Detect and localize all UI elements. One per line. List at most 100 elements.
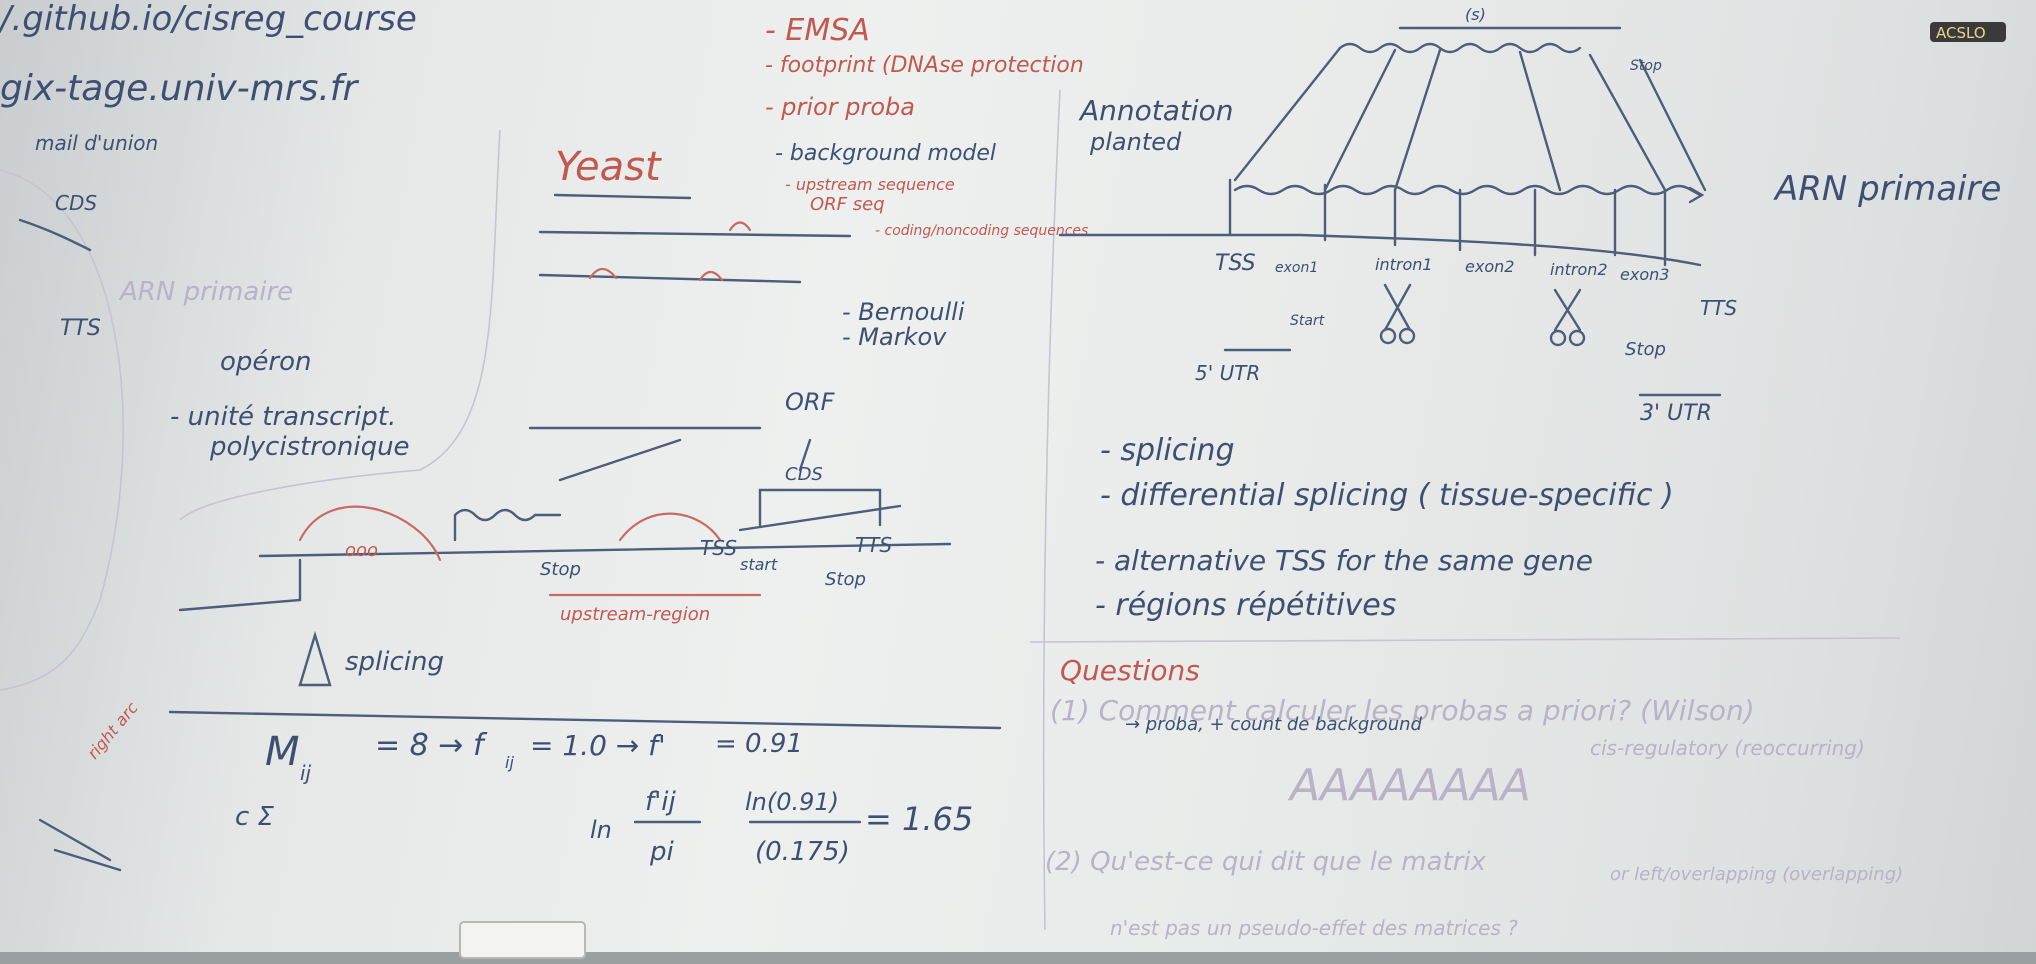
panel-separator-middle — [1042, 89, 1061, 931]
method-upstream-seq: - upstream sequence — [785, 175, 955, 194]
formula-sum: c Σ — [235, 802, 275, 832]
gene-utr5: 5' UTR — [1195, 361, 1260, 385]
method-markov: - Markov — [842, 323, 947, 351]
panel-separator-left — [179, 129, 501, 521]
zoom-line-right — [798, 438, 812, 472]
polycistronique-label: polycistronique — [209, 432, 410, 462]
formula-frac-num: f'ij — [645, 787, 677, 817]
method-background: - background model — [775, 141, 996, 166]
formula-frac-den: pi — [649, 837, 675, 867]
gene-arn-label: ARN primaire — [1773, 169, 2001, 209]
orf-gene-arrow — [738, 504, 902, 532]
formula-ratio-den: (0.175) — [755, 837, 850, 867]
formula-ratio-num: ln(0.91) — [745, 788, 839, 816]
question-2: (2) Qu'est-ce qui dit que le matrix — [1045, 847, 1487, 877]
gene-intron1: intron1 — [1375, 255, 1433, 274]
gene-exon3: exon3 — [1620, 265, 1669, 284]
cds-box — [758, 488, 882, 527]
yeast-stop-1: Stop — [540, 559, 581, 580]
yeast-line-1 — [538, 230, 852, 238]
gene-dna-line — [1058, 233, 1702, 267]
splicing-warning: splicing — [345, 647, 444, 677]
formula-ln: ln — [590, 816, 612, 844]
yeast-underline — [553, 193, 692, 200]
gene-title-2: planted — [1089, 128, 1182, 156]
formula-m: M — [265, 729, 300, 775]
formula-m-sub: ij — [300, 761, 312, 785]
corner-logo — [1930, 22, 2006, 42]
formula-result: = 1.65 — [865, 800, 973, 838]
yeast-red-mark-2 — [588, 267, 724, 282]
note-repetitive: - régions répétitives — [1095, 588, 1396, 623]
gene-tss: TSS — [1215, 251, 1256, 276]
note-splicing: - splicing — [1100, 433, 1235, 468]
course-url: /.github.io/cisreg_course — [0, 0, 417, 39]
method-orf-seq: ORF seq — [810, 194, 885, 215]
email-domain: gix-tage.univ-mrs.fr — [0, 68, 359, 109]
method-bernoulli: - Bernoulli — [842, 298, 965, 326]
warning-triangle-icon — [298, 630, 332, 687]
formula-separator — [168, 710, 1002, 730]
method-coding: - coding/noncoding sequences — [875, 223, 1088, 239]
length-label: (s) — [1465, 5, 1486, 24]
marker-tray — [0, 952, 2036, 964]
yeast-line-2 — [538, 273, 802, 284]
gene-intron2: intron2 — [1550, 260, 1608, 279]
gene-1-transcript — [453, 508, 562, 542]
yeast-red-mark-1 — [728, 221, 752, 232]
left-cds-label: CDS — [55, 191, 97, 215]
method-footprint: - footprint (DNAse protection — [765, 53, 1084, 78]
formula-eq1: = 8 → f — [375, 728, 488, 763]
gene-exon1: exon1 — [1275, 260, 1318, 276]
yeast-stop-2: Stop — [825, 569, 866, 590]
corner-label: ACSLO — [1936, 24, 1986, 42]
operon-label: opéron — [220, 347, 311, 377]
yeast-tts: TTS — [855, 533, 892, 557]
zoom-line-left — [558, 438, 682, 482]
red-loop-2 — [618, 512, 722, 542]
gene-stop-top: Stop — [1630, 58, 1662, 74]
method-prior: - prior proba — [765, 93, 915, 121]
formula-f-val: = 1.0 → f' — [530, 729, 666, 762]
eraser[interactable] — [459, 921, 586, 959]
method-emsa: - EMSA — [765, 13, 870, 48]
questions-title: Questions — [1060, 654, 1200, 687]
note-alternative-tss: - alternative TSS for the same gene — [1095, 544, 1593, 577]
gene-stop: Stop — [1625, 339, 1666, 360]
question-1-detail: → proba, + count de background — [1125, 714, 1423, 735]
note-differential: - differential splicing ( tissue-specifi… — [1100, 478, 1674, 513]
yeast-title: Yeast — [555, 144, 662, 190]
yeast-cds-label: CDS — [785, 464, 823, 485]
splice-fan-lines — [1233, 46, 1707, 192]
gene-tts: TTS — [1700, 296, 1737, 320]
scissors-icon — [1379, 283, 1416, 345]
faint-note-2: AAAAAAAA — [1287, 760, 1531, 811]
formula-f2-val: = 0.91 — [715, 729, 803, 759]
yeast-tss: TSS — [700, 536, 737, 560]
mature-transcript — [1338, 42, 1582, 54]
mail-note: mail d'union — [35, 131, 158, 155]
question-1: (1) Comment calculer les probas a priori… — [1050, 694, 1755, 727]
upstream-arm — [178, 558, 302, 612]
yeast-orf-label: ORF — [785, 388, 836, 416]
formula-f-sub: ij — [505, 753, 514, 772]
left-tts-label: TTS — [60, 316, 101, 341]
red-loop-1 — [298, 505, 442, 562]
unite-transcript-label: - unité transcript. — [170, 402, 396, 432]
left-bottom-sketch — [38, 818, 122, 872]
red-beads: ooo — [345, 540, 378, 561]
gene-title-1: Annotation — [1078, 94, 1234, 127]
left-cds-arrow — [18, 218, 92, 252]
yeast-dna-line — [258, 542, 952, 558]
faint-note-3: or left/overlapping (overlapping) — [1610, 864, 1903, 885]
gene-exon2: exon2 — [1465, 257, 1514, 276]
question-2-cont: n'est pas un pseudo-effet des matrices ? — [1110, 916, 1518, 940]
faint-note-1: cis-regulatory (reoccurring) — [1590, 736, 1865, 760]
left-arn-label: ARN primaire — [118, 277, 293, 307]
questions-separator — [1029, 637, 1901, 643]
transcript-arrowhead — [1688, 186, 1705, 204]
gene-utr3: 3' UTR — [1640, 401, 1712, 426]
primary-transcript — [1233, 184, 1702, 197]
